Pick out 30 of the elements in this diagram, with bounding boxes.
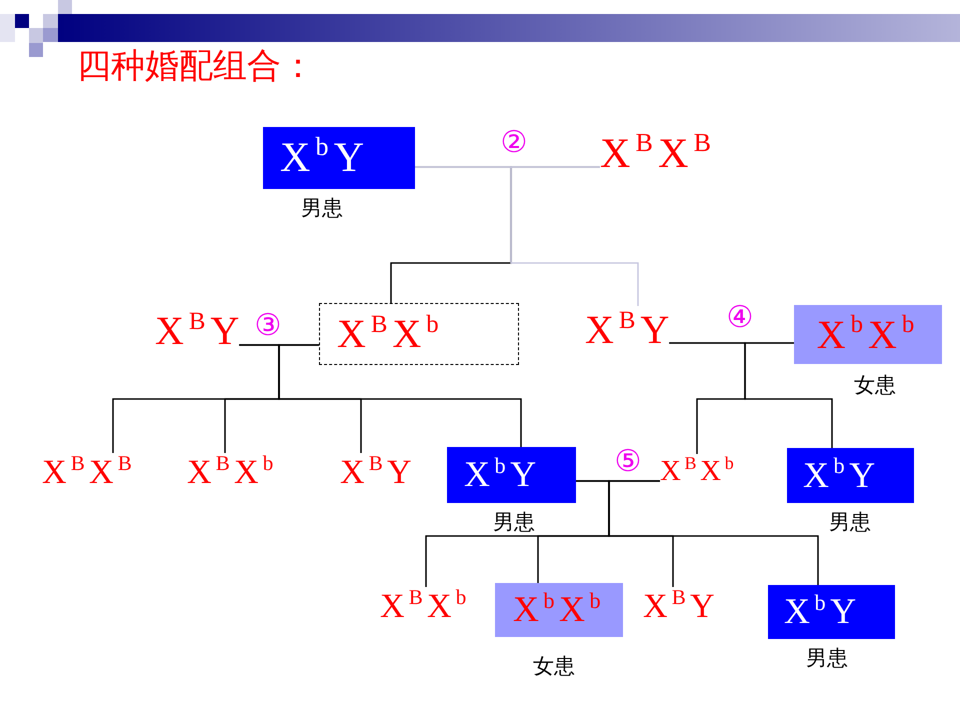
mating-line xyxy=(669,342,794,344)
genotype-label: X$^{B}$X$^{b}$ xyxy=(660,454,738,489)
genotype-label: X$^{B}$X$^{B}$ xyxy=(600,129,716,180)
descent-line xyxy=(510,166,639,306)
box-caption: 女患 xyxy=(854,375,896,396)
title: 四种婚配组合： xyxy=(77,49,315,83)
genotype-label: X$^{B}$X$^{B}$ xyxy=(42,453,136,494)
genotype-label: X$^{B}$Y xyxy=(340,453,412,494)
genotype-label: X$^{b}$X$^{b}$ xyxy=(816,310,916,358)
genotype-label: X$^{B}$X$^{b}$ xyxy=(337,310,440,358)
genotype-label: X$^{B}$X$^{b}$ xyxy=(187,453,278,494)
mating-line xyxy=(576,480,660,482)
genotype-label: X$^{b}$Y xyxy=(464,453,536,496)
genotype-label: X$^{B}$Y xyxy=(155,307,240,355)
genotype-label: X$^{b}$Y xyxy=(803,454,876,497)
box-caption: 男患 xyxy=(829,512,871,533)
genotype-label: X$^{b}$Y xyxy=(784,590,856,634)
box-caption: 男患 xyxy=(493,512,535,533)
genotype-label: X$^{B}$Y xyxy=(643,587,715,628)
descent-line xyxy=(744,342,833,448)
mating-line xyxy=(239,344,319,346)
genotype-label: X$^{b}$X$^{b}$ xyxy=(512,588,602,632)
box-caption: 男患 xyxy=(301,198,343,219)
dashed-box xyxy=(319,303,519,365)
box-caption: 男患 xyxy=(806,648,848,669)
genotype-label: X$^{B}$Y xyxy=(585,306,670,354)
genotype-label: X$^{B}$X$^{b}$ xyxy=(380,587,471,628)
box-caption: 女患 xyxy=(533,656,575,677)
genotype-label: X$^{b}$Y xyxy=(280,132,364,183)
mating-line xyxy=(415,166,600,168)
